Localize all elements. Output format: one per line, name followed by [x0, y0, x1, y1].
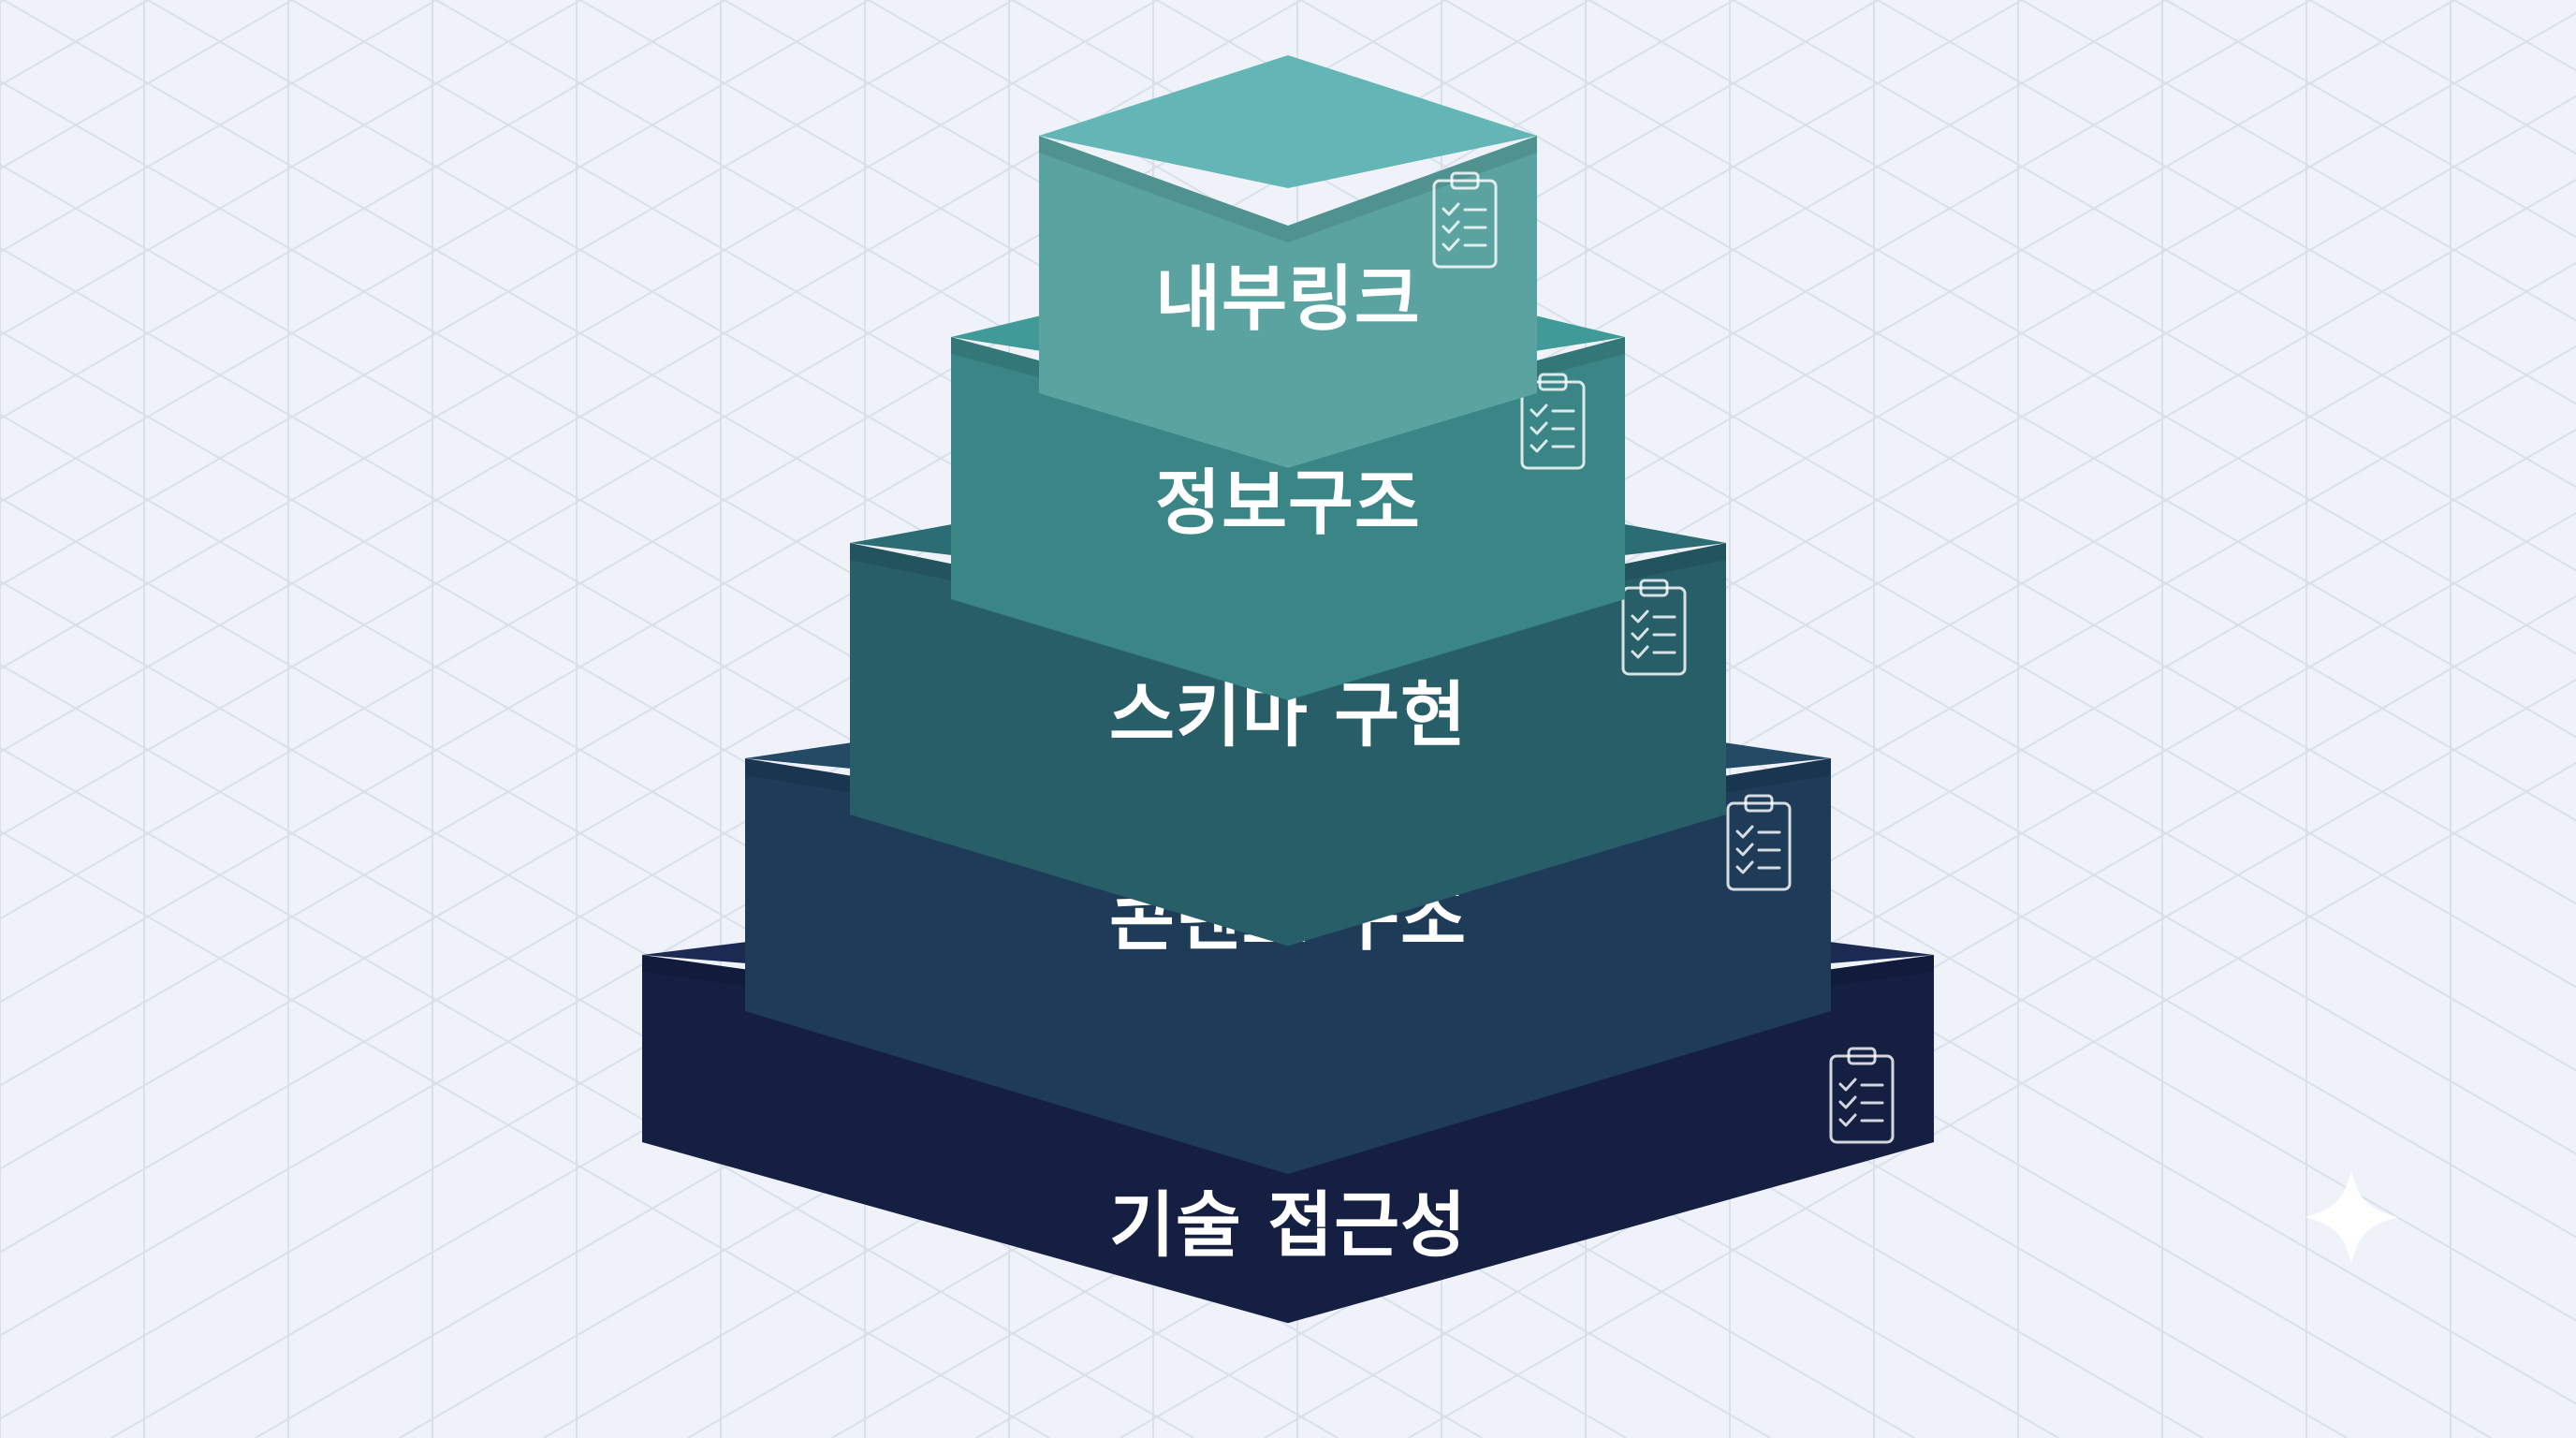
clipboard-checklist-icon [1520, 373, 1586, 470]
tier-label: 정보구조 [1155, 462, 1421, 545]
pyramid-tier: 내부링크 [1039, 55, 1537, 468]
tier-front-face [951, 337, 1625, 700]
clipboard-checklist-icon [1432, 171, 1498, 269]
tier-label: 내부링크 [1155, 257, 1421, 341]
tier-label: 기술 접근성 [1109, 1183, 1467, 1267]
clipboard-checklist-icon [1829, 1047, 1895, 1144]
sparkle-icon [2305, 1170, 2398, 1264]
clipboard-checklist-icon [1726, 794, 1792, 891]
tier-front-face [850, 543, 1726, 946]
clipboard-checklist-icon [1621, 579, 1687, 676]
tier-front-face [1039, 136, 1537, 468]
tier-top-face [1039, 55, 1537, 188]
